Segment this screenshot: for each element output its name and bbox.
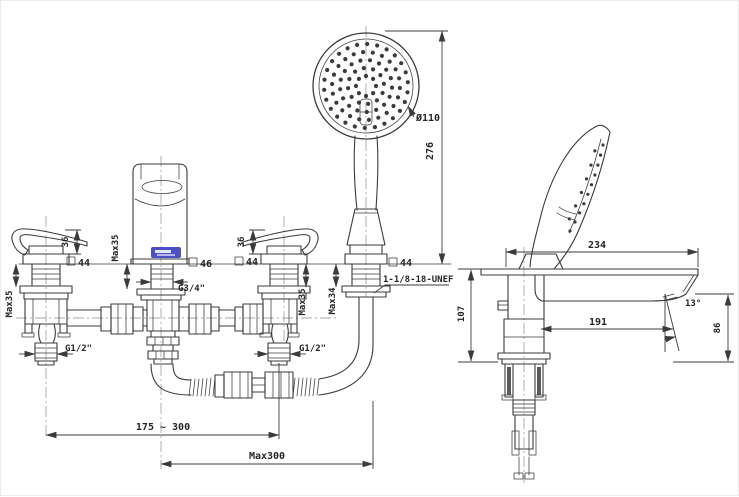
dim-107-label: 107 bbox=[457, 306, 467, 322]
max35-right-label: Max35 bbox=[298, 288, 308, 315]
dim-square-right: 44 bbox=[234, 256, 258, 268]
unef-label: 1-1/8-18-UNEF bbox=[383, 275, 453, 285]
square-right-label: 44 bbox=[246, 257, 258, 268]
dim-spacing: 175 ~ 300 bbox=[45, 363, 280, 439]
shower-holder bbox=[341, 208, 391, 298]
dim-g12-right: G1/2" bbox=[254, 344, 326, 358]
max35-spout-label: Max35 bbox=[111, 234, 121, 261]
g12-left-label: G1/2" bbox=[65, 344, 92, 354]
dim-diameter-label: Ø110 bbox=[415, 112, 440, 124]
max300-label: Max300 bbox=[249, 451, 285, 462]
tee-and-hose bbox=[146, 299, 253, 399]
dim-276-label: 276 bbox=[425, 142, 436, 160]
logo-mark bbox=[155, 250, 171, 253]
dim-max300: Max300 bbox=[160, 401, 374, 469]
dim-276: 276 bbox=[385, 30, 448, 265]
dim-86: 86 bbox=[673, 293, 734, 363]
dim-191-label: 191 bbox=[589, 317, 607, 328]
dim-square-spout: 46 bbox=[188, 257, 212, 270]
dim-13deg: 13° bbox=[664, 293, 701, 352]
max35-left-label: Max35 bbox=[5, 290, 15, 317]
shower-hose bbox=[251, 296, 374, 399]
supply-pipe bbox=[66, 303, 264, 335]
holder-shank-side bbox=[497, 274, 551, 480]
dim-36l-label: 36 bbox=[61, 237, 71, 248]
dim-square-left: 44 bbox=[66, 256, 90, 269]
square-symbol bbox=[66, 256, 76, 266]
nozzle-dots bbox=[322, 41, 410, 131]
dim-unef: 1-1/8-18-UNEF bbox=[373, 275, 453, 294]
g34-label: G3/4" bbox=[178, 284, 205, 294]
dim-191: 191 bbox=[540, 317, 674, 333]
square-left-label: 44 bbox=[78, 258, 90, 269]
dim-234: 234 bbox=[505, 240, 699, 267]
square-spout-label: 46 bbox=[200, 259, 212, 270]
dim-square-holder: 44 bbox=[388, 257, 412, 269]
dim-36-right: 36 bbox=[237, 229, 265, 255]
max34-holder-label: Max34 bbox=[328, 287, 338, 315]
front-view: 276 Ø110 36 36 44 46 44 bbox=[5, 30, 453, 469]
logo-mark2 bbox=[157, 254, 175, 256]
shower-head bbox=[312, 32, 420, 211]
square-symbol bbox=[188, 257, 198, 267]
dim-max35-left: Max35 bbox=[5, 263, 20, 318]
dim-234-label: 234 bbox=[588, 240, 606, 251]
dim-36-left: 36 bbox=[61, 229, 81, 255]
dim-max34-holder: Max34 bbox=[328, 263, 340, 315]
dim-max35-right: Max35 bbox=[298, 263, 310, 316]
right-valve-body bbox=[259, 298, 300, 366]
hand-shower-side bbox=[529, 124, 611, 270]
dim-diameter: Ø110 bbox=[407, 105, 440, 124]
dim-g12-left: G1/2" bbox=[19, 344, 92, 358]
dim-107: 107 bbox=[457, 268, 498, 363]
side-view: 234 107 191 86 13° bbox=[457, 124, 734, 480]
dim-86-label: 86 bbox=[713, 323, 723, 334]
side-nozzle-dots bbox=[567, 143, 605, 233]
dim-13deg-label: 13° bbox=[685, 299, 701, 309]
square-symbol bbox=[388, 257, 398, 267]
spout bbox=[130, 163, 190, 301]
square-symbol bbox=[234, 256, 244, 266]
spout-side bbox=[480, 268, 699, 302]
spacing-label: 175 ~ 300 bbox=[136, 422, 190, 433]
left-valve-body bbox=[21, 298, 71, 366]
dim-max35-spout: Max35 bbox=[111, 234, 131, 290]
g12-right-label: G1/2" bbox=[299, 344, 326, 354]
square-holder-label: 44 bbox=[400, 258, 412, 269]
dim-g34: G3/4" bbox=[136, 278, 205, 294]
dim-36r-label: 36 bbox=[237, 237, 247, 248]
